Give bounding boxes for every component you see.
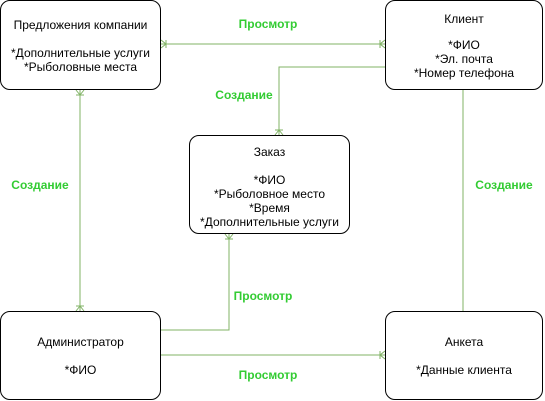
entity-admin-title: Администратор	[37, 335, 124, 349]
entity-client-attr: *Эл. почта	[435, 52, 493, 66]
entity-client-attr: *ФИО	[448, 38, 480, 52]
entity-client-attr: *Номер телефона	[413, 66, 515, 80]
entity-order-attr: *Рыболовное место	[213, 187, 326, 201]
edge-admin-form	[161, 350, 386, 360]
entity-order-attr: *ФИО	[253, 173, 286, 187]
entity-form-attr: *Данные клиента	[416, 363, 512, 377]
edge-label-client-form: Создание	[475, 178, 533, 192]
entity-offers: Предложения компании *Дополнительные усл…	[0, 0, 161, 90]
entity-order-title: Заказ	[253, 145, 286, 159]
entity-admin: Администратор *ФИО	[0, 311, 161, 400]
edge-label-admin-form: Просмотр	[238, 368, 298, 382]
edge-label-offers-client: Просмотр	[238, 17, 298, 31]
entity-offers-title: Предложения компании	[13, 18, 148, 32]
entity-form: Анкета *Данные клиента	[385, 311, 543, 400]
edge-offers-client	[160, 39, 386, 49]
entity-order-attr: *Дополнительные услуги	[200, 215, 339, 229]
edge-label-order-admin: Просмотр	[233, 289, 293, 303]
edge-order-admin	[161, 233, 234, 331]
entity-order: Заказ *ФИО *Рыболовное место *Время *Доп…	[189, 135, 350, 234]
edge-label-offers-admin: Создание	[11, 178, 69, 192]
entity-client-title: Клиент	[444, 12, 484, 26]
entity-client: Клиент *ФИО *Эл. почта *Номер телефона	[385, 0, 543, 90]
edge-label-client-order: Создание	[215, 88, 273, 102]
entity-offers-attr: *Дополнительные услуги	[11, 46, 150, 60]
entity-order-attr: *Время	[249, 201, 290, 215]
entity-admin-attr: *ФИО	[64, 363, 97, 377]
edge-client-order	[274, 66, 385, 136]
entity-form-title: Анкета	[444, 335, 484, 349]
edge-offers-admin	[75, 89, 85, 312]
entity-offers-attr: *Рыболовные места	[24, 60, 137, 74]
